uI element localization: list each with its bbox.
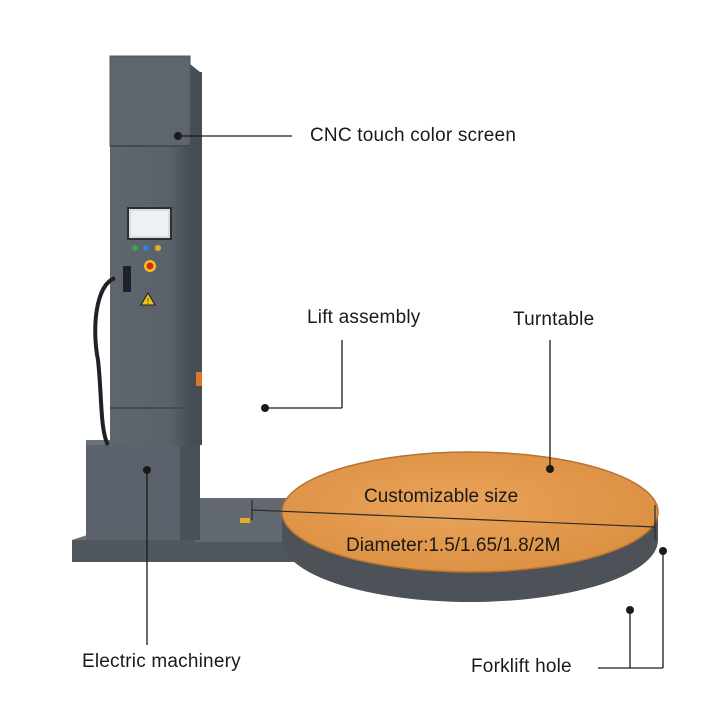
machine-column <box>109 55 202 446</box>
turntable-size-text: Customizable size <box>364 486 519 507</box>
start-button-icon <box>132 245 138 251</box>
power-cable <box>93 276 116 446</box>
electric-machinery-box <box>86 440 200 540</box>
lift-assembly-label: Lift assembly <box>307 307 421 328</box>
turntable-diameter-text: Diameter:1.5/1.65/1.8/2M <box>346 535 561 556</box>
cnc-screen-label: CNC touch color screen <box>310 125 517 146</box>
mode-button-icon <box>143 245 149 251</box>
warning-icon <box>140 292 156 306</box>
leader-lines <box>143 132 667 669</box>
svg-text:!: ! <box>147 297 149 306</box>
turntable-label: Turntable <box>513 309 595 330</box>
electric-machinery-label: Electric machinery <box>82 651 241 672</box>
key-switch-icon <box>123 266 131 292</box>
diameter-line <box>251 509 656 528</box>
reset-button-icon <box>155 245 161 251</box>
forklift-hole-label: Forklift hole <box>471 656 572 677</box>
control-panel: ! <box>123 207 172 306</box>
turntable <box>240 451 659 602</box>
